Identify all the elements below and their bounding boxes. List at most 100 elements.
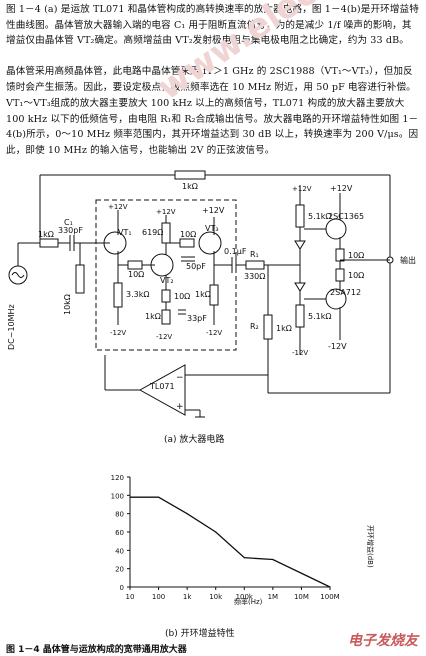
resistor-1k-b — [209, 284, 219, 306]
site-logo: 电子发烧友 — [348, 633, 418, 649]
transistor-vt3 — [198, 231, 222, 255]
chart-point — [329, 586, 331, 588]
label-source: DC~10MHz — [7, 304, 16, 350]
chart-y-tick-label: 40 — [115, 547, 124, 555]
paragraph-3: VT₁～VT₃组成的放大器主要放大 100 kHz 以上的高频信号，TL071 … — [6, 98, 419, 156]
resistor-feedback — [174, 170, 206, 180]
chart-point — [272, 558, 274, 561]
label-r10-c: 10Ω — [180, 230, 196, 239]
chart-x-tick-label: 1M — [268, 593, 279, 601]
resistor-51k-b — [295, 304, 305, 328]
chart-series-line — [130, 496, 331, 588]
label-r1k-b: 1kΩ — [195, 290, 211, 299]
caption-b: (b) 开环增益特性 — [165, 629, 235, 639]
chart-y-tick-label: 100 — [111, 492, 124, 500]
diode-2 — [294, 282, 306, 292]
chart-series — [129, 496, 331, 588]
chart-ylabel: 开环增益(dB) — [366, 525, 375, 568]
resistor-r1 — [245, 260, 265, 270]
label-r10-a: 10Ω — [128, 270, 144, 279]
label-r10-e: 10Ω — [348, 271, 364, 280]
transistor-2sc1365 — [325, 218, 347, 240]
label-vminus-3: -12V — [206, 329, 222, 337]
open-loop-gain-chart: 0 20 40 60 80 100 120 10 100 1k 10k 100k 1M 10M 100M 开… — [111, 474, 375, 606]
label-vplus-5: +12V — [330, 184, 353, 193]
label-r619: 619Ω — [142, 228, 163, 237]
opamp-tl071 — [138, 364, 186, 416]
chart-point — [300, 572, 303, 574]
caption-a: (a) 放大器电路 — [164, 435, 225, 445]
paragraph-1: 图 1－4 (a) 是运放 TL071 和晶体管构成的高转换速率的放大器电路，图… — [6, 4, 419, 46]
label-c1: C₁ — [64, 218, 73, 227]
chart-axes: 0 20 40 60 80 100 120 10 100 1k 10k 100k 1M 10M 100M — [111, 474, 340, 601]
label-r51k-b: 5.1kΩ — [308, 312, 331, 321]
resistor-1k-a — [161, 309, 171, 325]
resistor-10-e — [335, 268, 345, 282]
chart-point — [215, 531, 217, 533]
chart-point — [243, 557, 245, 559]
chart-x-tick-label: 10M — [294, 593, 309, 601]
label-c01: 0.1μF — [224, 247, 247, 256]
diode-1 — [294, 240, 306, 250]
label-c1-val: 330pF — [58, 226, 83, 235]
chart-x-tick-label: 100k — [236, 593, 254, 601]
resistor-10-d — [335, 248, 345, 262]
chart-point — [129, 496, 131, 498]
circuit-diagram: 1kΩ 输出 DC~10MHz 1kΩ C₁ 330pF 10kΩ VT₁ +1… — [7, 170, 416, 418]
chart-y-tick-label: 80 — [115, 511, 124, 519]
chart-x-tick-label: 10k — [209, 593, 223, 601]
resistor-33k — [113, 282, 123, 308]
chart-x-tick-label: 1k — [183, 593, 192, 601]
resistor-51k-a — [295, 204, 305, 228]
chart-x-tick-label: 100 — [152, 593, 165, 601]
label-r1: R₁ — [250, 250, 259, 259]
label-r51k-a: 5.1kΩ — [308, 212, 331, 221]
chart-point — [186, 513, 188, 515]
label-opamp-minus: − — [176, 373, 184, 383]
label-vminus-2: -12V — [156, 333, 172, 341]
label-c33: 33pF — [187, 314, 207, 323]
chart-x-tick-label: 10 — [126, 593, 135, 601]
label-q-npn: 2SC1365 — [328, 212, 364, 221]
transistor-vt2 — [150, 253, 174, 277]
label-opamp-plus: + — [176, 402, 184, 412]
label-out: 输出 — [400, 255, 416, 265]
label-vminus-5: -12V — [328, 342, 347, 351]
paragraph-2: 晶体管采用高频晶体管，此电路中晶体管采用 fT＞1 GHz 的 2SC1988（… — [6, 66, 416, 93]
resistor-10-a — [127, 260, 143, 270]
figure-caption: 图 1－4 晶体管与运放构成的宽带通用放大器 — [6, 645, 187, 655]
label-r10-b: 10Ω — [174, 292, 190, 301]
label-vplus-1: +12V — [108, 203, 128, 211]
resistor-10k — [75, 264, 85, 294]
label-r2: R₂ — [250, 322, 259, 331]
transistor-amp-box — [95, 199, 237, 351]
label-vminus-1: -12V — [110, 329, 126, 337]
chart-y-tick-label: 60 — [115, 529, 124, 537]
resistor-10-b — [161, 289, 171, 303]
label-q-pnp: 2SA712 — [330, 288, 361, 297]
label-vplus-3: +12V — [202, 206, 225, 215]
chart-y-tick-label: 0 — [120, 584, 124, 592]
label-vt3: VT₃ — [205, 224, 219, 233]
label-r-in: 1kΩ — [38, 230, 54, 239]
chart-point — [157, 496, 160, 498]
label-r2-val: 1kΩ — [276, 324, 292, 333]
label-vt2: VT₂ — [160, 276, 174, 285]
label-vminus-4: -12V — [292, 349, 308, 357]
label-r10k: 10kΩ — [63, 294, 72, 315]
chart-y-tick-label: 20 — [115, 566, 124, 574]
label-vplus-2: +12V — [156, 208, 176, 216]
chart-x-tick-label: 100M — [320, 593, 339, 601]
label-r330: 330Ω — [244, 272, 265, 281]
resistor-in — [39, 238, 59, 248]
chart-y-tick-label: 120 — [111, 474, 124, 482]
label-r-fb: 1kΩ — [182, 182, 198, 191]
label-r1k-a: 1kΩ — [145, 312, 161, 321]
label-r33k: 3.3kΩ — [126, 290, 149, 299]
label-vplus-4: +12V — [292, 185, 312, 193]
label-r10-d: 10Ω — [348, 251, 364, 260]
resistor-10-c — [179, 238, 195, 248]
label-vt1: VT₁ — [118, 228, 132, 237]
label-c50: 50pF — [186, 262, 206, 271]
chart-xlabel: 频率(Hz) — [234, 597, 263, 606]
